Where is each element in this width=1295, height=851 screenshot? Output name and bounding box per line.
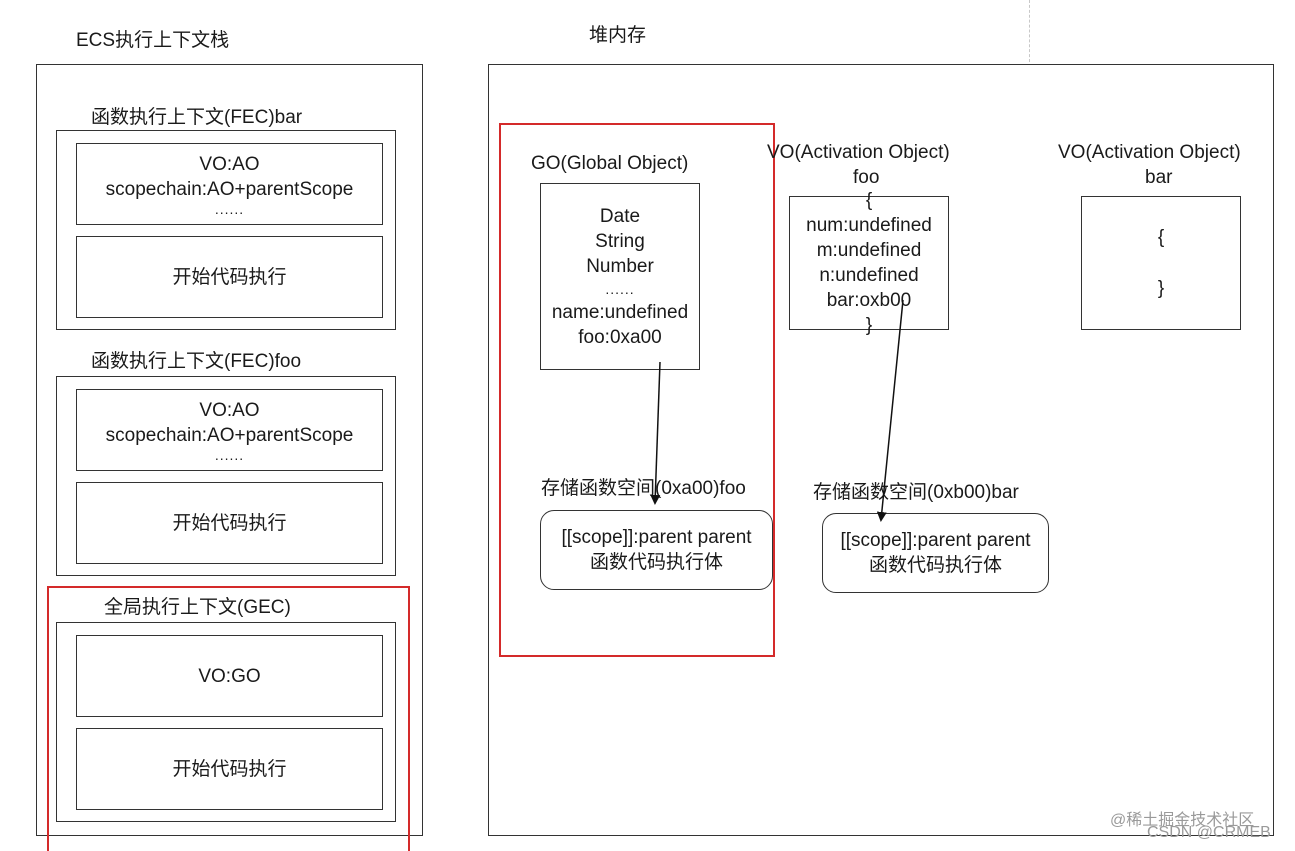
- fn-foo-scope: [[scope]]:parent parent: [561, 527, 752, 548]
- vo-bar-subtitle: bar: [1145, 167, 1173, 188]
- vo-bar-title: VO(Activation Object): [1058, 142, 1241, 163]
- fn-foo-body: 函数代码执行体: [589, 552, 723, 573]
- fn-bar-box: [[scope]]:parent parent 函数代码执行体: [822, 513, 1049, 593]
- vo-bar-box: { }: [1081, 196, 1241, 330]
- vo-foo-subtitle: foo: [853, 167, 880, 188]
- fec-bar-dots: ......: [214, 201, 245, 217]
- arrow-vo-foo-to-fn-bar: [876, 299, 904, 522]
- heap-title: 堆内存: [589, 25, 647, 46]
- go-box: Date String Number ...... name:undefined…: [540, 183, 700, 370]
- fec-bar-label: 函数执行上下文(FEC)bar: [91, 107, 303, 128]
- vo-foo-close-brace: }: [865, 315, 873, 336]
- go-line-name: name:undefined: [551, 301, 689, 323]
- fec-bar-scopechain: scopechain:AO+parentScope: [105, 179, 354, 200]
- watermark-csdn: CSDN @CRMEB: [1147, 824, 1271, 841]
- go-line-dots: ......: [605, 280, 635, 297]
- fn-bar-body: 函数代码执行体: [868, 555, 1002, 576]
- vo-foo-content: { num:undefined m:undefined n:undefined …: [789, 188, 949, 338]
- go-title: GO(Global Object): [531, 153, 689, 174]
- fec-foo-exec-box: 开始代码执行: [76, 482, 383, 564]
- fec-foo-label: 函数执行上下文(FEC)foo: [91, 351, 302, 372]
- go-line-date: Date: [599, 205, 641, 227]
- fec-foo-vo: VO:AO: [199, 400, 260, 421]
- fec-foo-dots: ......: [214, 447, 245, 463]
- gec-exec: 开始代码执行: [172, 758, 287, 780]
- fec-bar-exec-box: 开始代码执行: [76, 236, 383, 318]
- fn-foo-box: [[scope]]:parent parent 函数代码执行体: [540, 510, 773, 590]
- watermark-juejin: @稀土掘金技术社区: [1110, 812, 1255, 829]
- gec-vo: VO:GO: [198, 665, 261, 687]
- fec-foo-exec: 开始代码执行: [172, 512, 287, 534]
- gec-exec-box: 开始代码执行: [76, 728, 383, 810]
- go-line-number: Number: [586, 255, 654, 277]
- vo-bar-open-brace: {: [1157, 227, 1165, 248]
- vo-foo-bar: bar:oxb00: [826, 290, 912, 311]
- go-line-foo: foo:0xa00: [578, 326, 662, 348]
- vo-foo-n: n:undefined: [819, 265, 919, 286]
- go-line-string: String: [595, 230, 645, 252]
- ecs-title: ECS执行上下文栈: [76, 30, 230, 51]
- vo-foo-open-brace: {: [865, 190, 873, 211]
- fec-bar-exec: 开始代码执行: [172, 266, 287, 288]
- gec-label: 全局执行上下文(GEC): [104, 597, 291, 618]
- fec-bar-vo: VO:AO: [199, 154, 260, 175]
- fn-bar-label: 存储函数空间(0xb00)bar: [813, 482, 1019, 503]
- fn-foo-label: 存储函数空间(0xa00)foo: [541, 478, 746, 499]
- arrow-go-to-fn-foo: [650, 361, 661, 505]
- vo-foo-box: [789, 196, 949, 330]
- vo-foo-m: m:undefined: [816, 240, 922, 261]
- vo-foo-num: num:undefined: [806, 215, 932, 236]
- vo-foo-title: VO(Activation Object): [767, 142, 950, 163]
- fec-foo-vo-box: VO:AO scopechain:AO+parentScope ......: [76, 389, 383, 471]
- fec-foo-scopechain: scopechain:AO+parentScope: [105, 425, 354, 446]
- gec-vo-box: VO:GO: [76, 635, 383, 717]
- dashed-divider: [1029, 0, 1030, 62]
- vo-bar-close-brace: }: [1157, 278, 1165, 299]
- gec-highlight: [47, 586, 410, 851]
- fn-bar-scope: [[scope]]:parent parent: [840, 530, 1031, 551]
- fec-bar-vo-box: VO:AO scopechain:AO+parentScope ......: [76, 143, 383, 225]
- go-highlight: [499, 123, 775, 657]
